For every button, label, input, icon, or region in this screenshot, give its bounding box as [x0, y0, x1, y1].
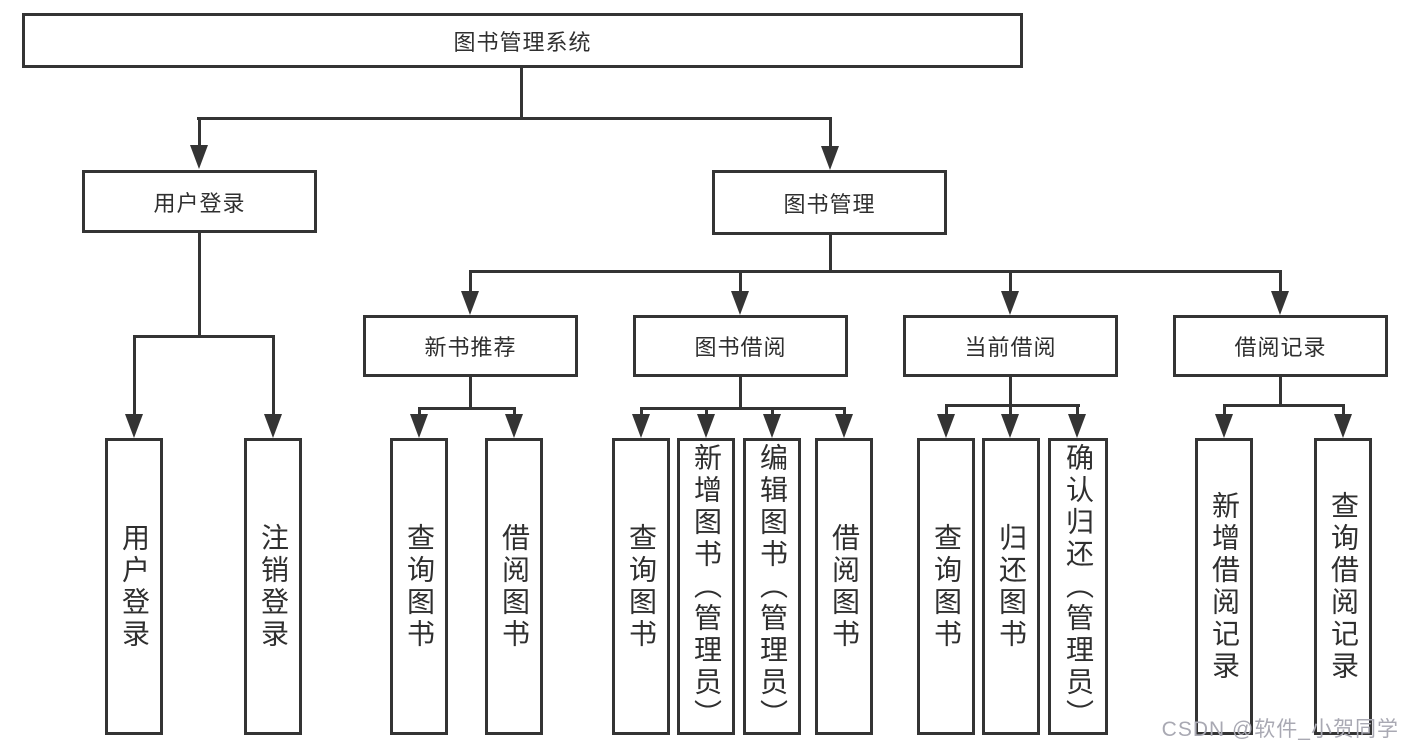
node-root: 图书管理系统: [22, 13, 1023, 68]
connector-line: [513, 407, 516, 414]
connector-line: [1009, 404, 1012, 414]
connector-line: [198, 232, 201, 337]
connector-line: [945, 404, 948, 414]
leaf-rec-query-books-label: 查询图书: [404, 522, 435, 651]
leaf-cb-return-books: 归还图书: [982, 438, 1040, 735]
connector-line: [945, 404, 1080, 407]
node-book-borrow-label: 图书借阅: [694, 335, 787, 360]
node-root-label: 图书管理系统: [453, 29, 592, 55]
connector-line: [469, 377, 472, 409]
arrowhead-icon: [821, 146, 839, 170]
connector-line: [418, 407, 516, 410]
connector-line: [640, 407, 643, 414]
leaf-br-query-record: 查询借阅记录: [1314, 438, 1372, 735]
leaf-user-login: 用户登录: [105, 438, 163, 735]
leaf-rec-borrow-books: 借阅图书: [485, 438, 543, 735]
node-book-management-label: 图书管理: [783, 191, 876, 217]
arrowhead-icon: [1001, 414, 1019, 438]
connector-line: [705, 407, 708, 414]
connector-line: [469, 270, 1282, 273]
connector-line: [133, 335, 136, 414]
leaf-cb-confirm-return-admin-label: 确认归还（管理员）: [1063, 442, 1094, 731]
connector-line: [1279, 270, 1282, 291]
node-book-management: 图书管理: [712, 170, 947, 235]
node-current-borrow-label: 当前借阅: [964, 335, 1057, 360]
connector-line: [1076, 404, 1079, 414]
connector-line: [469, 270, 472, 291]
arrowhead-icon: [763, 414, 781, 438]
arrowhead-icon: [505, 414, 523, 438]
arrowhead-icon: [461, 291, 479, 315]
leaf-bb-borrow-books: 借阅图书: [815, 438, 873, 735]
arrowhead-icon: [1215, 414, 1233, 438]
leaf-br-query-record-label: 查询借阅记录: [1328, 490, 1359, 683]
leaf-bb-query-books: 查询图书: [612, 438, 670, 735]
leaf-rec-query-books: 查询图书: [390, 438, 448, 735]
connector-line: [1223, 404, 1226, 414]
leaf-cb-return-books-label: 归还图书: [996, 522, 1027, 651]
leaf-rec-borrow-books-label: 借阅图书: [499, 522, 530, 651]
connector-line: [198, 117, 201, 145]
node-new-book-recommend-label: 新书推荐: [424, 335, 517, 360]
connector-line: [640, 407, 846, 410]
leaf-logout: 注销登录: [244, 438, 302, 735]
leaf-bb-add-books-admin: 新增图书（管理员）: [677, 438, 735, 735]
arrowhead-icon: [264, 414, 282, 438]
node-borrow-record: 借阅记录: [1173, 315, 1388, 377]
connector-line: [133, 335, 275, 338]
leaf-cb-query-books-label: 查询图书: [931, 522, 962, 651]
connector-line: [771, 407, 774, 414]
leaf-bb-edit-books-admin: 编辑图书（管理员）: [743, 438, 801, 735]
connector-line: [1009, 377, 1012, 406]
arrowhead-icon: [731, 291, 749, 315]
node-book-borrow: 图书借阅: [633, 315, 848, 377]
arrowhead-icon: [1271, 291, 1289, 315]
arrowhead-icon: [125, 414, 143, 438]
node-user-login: 用户登录: [82, 170, 317, 233]
leaf-cb-query-books: 查询图书: [917, 438, 975, 735]
connector-line: [520, 68, 523, 118]
arrowhead-icon: [1334, 414, 1352, 438]
arrowhead-icon: [835, 414, 853, 438]
connector-line: [1009, 270, 1012, 291]
csdn-watermark: CSDN @软件_小贺同学: [1161, 718, 1399, 741]
arrowhead-icon: [937, 414, 955, 438]
leaf-bb-edit-books-admin-label: 编辑图书（管理员）: [757, 442, 788, 731]
connector-line: [739, 377, 742, 409]
leaf-bb-borrow-books-label: 借阅图书: [829, 522, 860, 651]
connector-line: [843, 407, 846, 414]
connector-line: [829, 117, 832, 146]
leaf-user-login-label: 用户登录: [119, 522, 150, 651]
connector-line: [418, 407, 421, 414]
leaf-cb-confirm-return-admin: 确认归还（管理员）: [1048, 438, 1108, 735]
arrowhead-icon: [190, 145, 208, 169]
leaf-br-add-record: 新增借阅记录: [1195, 438, 1253, 735]
connector-line: [1223, 404, 1345, 407]
arrowhead-icon: [697, 414, 715, 438]
arrowhead-icon: [1001, 291, 1019, 315]
connector-line: [1279, 377, 1282, 406]
leaf-logout-label: 注销登录: [258, 522, 289, 651]
leaf-bb-query-books-label: 查询图书: [626, 522, 657, 651]
node-borrow-record-label: 借阅记录: [1234, 335, 1327, 360]
node-new-book-recommend: 新书推荐: [363, 315, 578, 377]
connector-line: [829, 235, 832, 272]
connector-line: [739, 270, 742, 291]
node-current-borrow: 当前借阅: [903, 315, 1118, 377]
arrowhead-icon: [632, 414, 650, 438]
leaf-br-add-record-label: 新增借阅记录: [1209, 490, 1240, 683]
connector-line: [197, 117, 831, 120]
leaf-bb-add-books-admin-label: 新增图书（管理员）: [691, 442, 722, 731]
node-user-login-label: 用户登录: [153, 190, 246, 216]
connector-line: [1342, 404, 1345, 414]
arrowhead-icon: [1068, 414, 1086, 438]
connector-line: [272, 335, 275, 414]
arrowhead-icon: [410, 414, 428, 438]
